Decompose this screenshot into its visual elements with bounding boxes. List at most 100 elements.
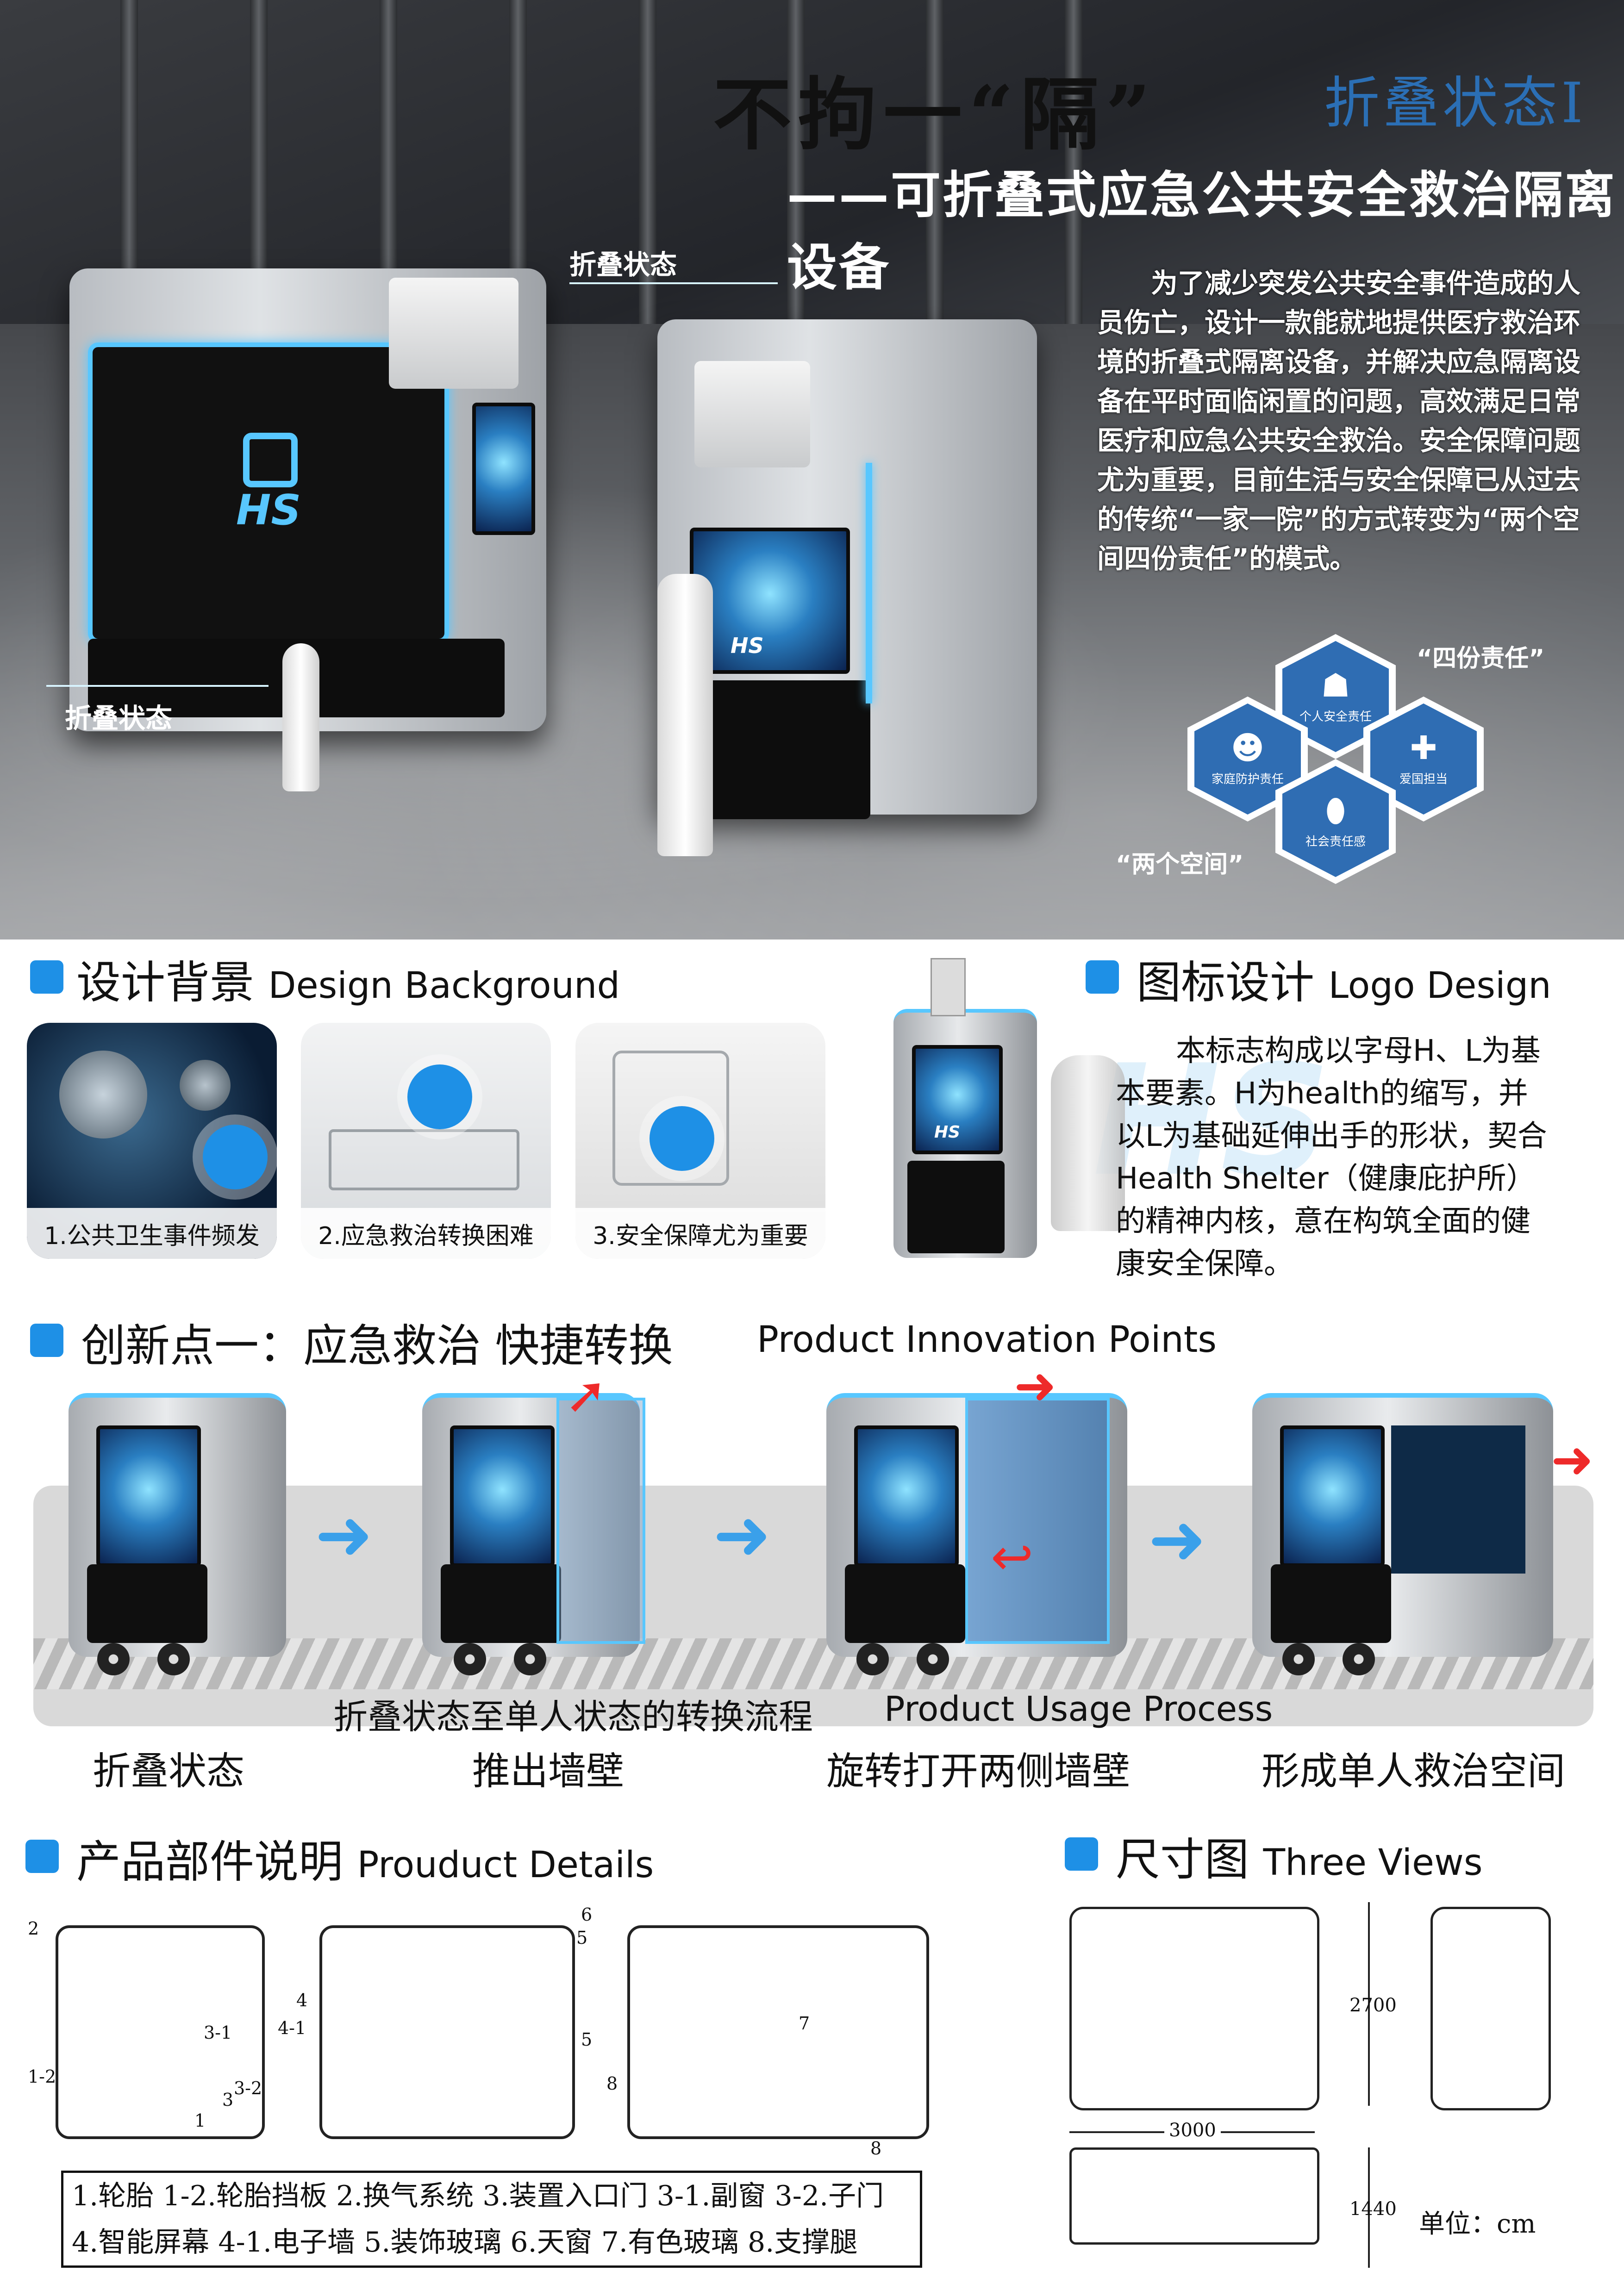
process-device-push [422, 1393, 645, 1657]
glass-wall [965, 1398, 1110, 1644]
section-title-zh: 产品部件说明 [76, 1836, 343, 1888]
callout-folded-left: 折叠状态 [65, 703, 173, 734]
step-label: 形成单人救治空间 [1262, 1749, 1566, 1793]
wheel-icon [917, 1643, 949, 1675]
section-marker [1086, 960, 1119, 994]
device-screen [450, 1425, 555, 1567]
device-screen: HS [912, 1045, 1003, 1154]
device-base [87, 1564, 207, 1643]
red-arrow-icon: ↩ [991, 1527, 1034, 1587]
hs-logo-icon [243, 433, 298, 487]
virus-icon [59, 1051, 147, 1139]
parts-sketch-1 [56, 1925, 265, 2139]
part-label: 7 [799, 2013, 810, 2034]
parts-legend: 1.轮胎 1-2.轮胎挡板 2.换气系统 3.装置入口门 3-1.副窗 3-2.… [61, 2171, 922, 2268]
four-duties-label: “四份责任” [1417, 645, 1545, 672]
family-icon: ☻ [1230, 728, 1265, 767]
section-marker [30, 960, 63, 994]
device-logo: HS [236, 486, 301, 535]
dimension-line [1368, 1902, 1370, 2106]
two-spaces-label: “两个空间” [1116, 851, 1244, 878]
process-device-folded [69, 1393, 286, 1657]
ventilation-unit [694, 361, 810, 467]
red-arrow-icon: ➜ [1551, 1430, 1594, 1489]
section-title-views: 尺寸图 Three Views [1116, 1823, 1482, 1888]
intro-paragraph: 为了减少突发公共安全事件造成的人员伤亡，设计一款能就地提供医疗救治环境的折叠式隔… [1097, 268, 1581, 574]
process-caption-en: Product Usage Process [884, 1689, 1273, 1729]
section-title-zh: 设计背景 [76, 957, 254, 1008]
ambulance-icon: ✚ [1410, 728, 1437, 767]
section-title-en: Product Innovation Points [757, 1319, 1217, 1361]
background-pillar [787, 0, 805, 352]
side-view [1430, 1907, 1551, 2110]
wheel-icon [97, 1643, 130, 1675]
card-safety: 3.安全保障尤为重要 [575, 1023, 825, 1259]
wheel-icon [514, 1643, 546, 1675]
wheel-icon [1343, 1643, 1375, 1675]
state-title: 折叠状态Ⅰ [1324, 71, 1587, 136]
section-marker [30, 1324, 63, 1357]
ventilation-unit [931, 958, 966, 1016]
process-arrow-icon: ➜ [1148, 1500, 1206, 1580]
process-device-open [1252, 1393, 1553, 1657]
process-arrow-icon: ➜ [315, 1495, 373, 1575]
treatment-space [1391, 1425, 1525, 1574]
section-title-background: 设计背景 Design Background [76, 946, 620, 1011]
highlight-dot [203, 1125, 268, 1189]
callout-folded-top: 折叠状态 [569, 249, 677, 280]
parts-sketch-3 [627, 1925, 929, 2139]
section-title-logo: 图标设计 Logo Design [1137, 946, 1551, 1011]
device-screen [1280, 1425, 1385, 1567]
part-label: 2 [28, 1918, 39, 1939]
process-caption-zh: 折叠状态至单人状态的转换流程 [333, 1697, 813, 1737]
ventilation-unit [389, 278, 518, 389]
section-title-zh: 图标设计 [1137, 957, 1314, 1008]
device-front-view: HS [893, 1009, 1037, 1258]
card-caption: 2.应急救治转换困难 [301, 1208, 551, 1259]
part-label: 5 [576, 1928, 588, 1948]
section-title-en: Logo Design [1328, 965, 1551, 1007]
wall-panel [556, 1398, 645, 1644]
front-view [1069, 1907, 1319, 2110]
wheel-icon [856, 1643, 889, 1675]
part-label: 8 [870, 2138, 882, 2159]
process-device-rotate [826, 1393, 1127, 1657]
section-title-parts: 产品部件说明 Prouduct Details [76, 1826, 654, 1890]
hospital-bed-icon [329, 1129, 519, 1190]
part-label: 3 [222, 2090, 234, 2110]
wheel-icon [1282, 1643, 1315, 1675]
section-title-zh: 尺寸图 [1116, 1834, 1249, 1885]
legend-line: 1.轮胎 1-2.轮胎挡板 2.换气系统 3.装置入口门 3-1.副窗 3-2.… [72, 2180, 884, 2212]
section-marker [25, 1840, 59, 1873]
highlight-dot [650, 1106, 714, 1171]
wheel-icon [157, 1643, 190, 1675]
part-label: 3-2 [234, 2078, 262, 2098]
device-screen [96, 1425, 201, 1567]
red-arrow-icon: ➚ [565, 1365, 608, 1425]
legend-line: 4.智能屏幕 4-1.电子墙 5.装饰玻璃 6.天窗 7.有色玻璃 8.支撑腿 [72, 2226, 858, 2259]
hero-rendering: HS HS 不拘一“隔” 折叠状态Ⅰ ——可折叠式应急公共安全救治隔离设备 为了… [0, 0, 1624, 940]
light-strip [866, 463, 872, 703]
part-label: 3-1 [204, 2022, 232, 2043]
highlight-dot [407, 1064, 472, 1129]
hex-label: 家庭防护责任 [1211, 772, 1284, 786]
hex-label: 爱国担当 [1399, 772, 1448, 786]
adult-figure [657, 574, 713, 856]
pill-icon: ⬮ [1325, 791, 1346, 829]
screen-logo: HS [934, 1123, 961, 1142]
subtitle: ——可折叠式应急公共安全救治隔离设备 [787, 167, 1617, 297]
device-base [907, 1161, 1005, 1253]
part-label: 1 [194, 2110, 206, 2131]
main-title: 不拘一“隔” [713, 68, 1157, 161]
main-screen: HS [690, 528, 850, 674]
card-public-health: 1.公共卫生事件频发 [27, 1023, 277, 1259]
height-dimension: 2700 [1349, 1995, 1397, 2016]
card-caption: 3.安全保障尤为重要 [575, 1208, 825, 1259]
hex-label: 社会责任感 [1305, 834, 1366, 849]
background-pillar [1065, 0, 1082, 352]
device-base [845, 1564, 965, 1643]
human-figure [1051, 1055, 1125, 1231]
device-screen [854, 1425, 959, 1567]
part-label: 1-2 [28, 2066, 56, 2087]
child-figure [282, 643, 319, 791]
